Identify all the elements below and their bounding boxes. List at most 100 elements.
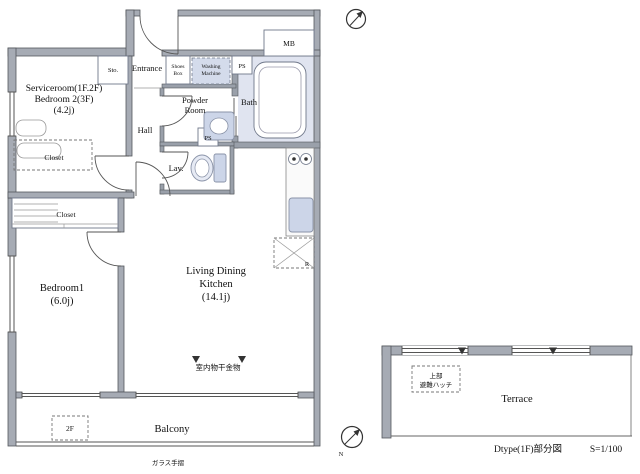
stove-burner-center [304,157,308,161]
fixtures [11,29,315,447]
wall-segment [7,135,17,199]
label-refrigerator: R [305,261,310,268]
terrace-left-wall [381,345,392,439]
label-serviceroom-size: (4.2j) [54,105,75,116]
label-indoor-drying: 室内物干金物 [196,362,241,372]
wall-segment [99,391,137,399]
label-entrance: Entrance [132,63,162,73]
label-powder-line1: Powder [182,95,208,105]
label-closet-b: Closet [56,210,76,219]
bathtub-inner [258,66,302,134]
closet-bedroom1 [11,197,119,229]
window [136,392,298,398]
label-escape-hatch-line2: 避難ハッチ [420,380,453,389]
partition [159,145,165,153]
wall-segment [297,391,315,399]
bathtub [253,61,307,139]
drying-hook-marker [238,356,246,363]
wall-segment [7,191,135,199]
wall-segment [7,47,17,93]
windows [8,91,299,398]
label-bedroom1: Bedroom1 [40,283,84,294]
partial-plan [381,345,633,439]
wall-segment [313,9,321,447]
label-scale: S=1/100 [590,445,623,455]
refrigerator-space [273,237,315,269]
compass-bottom: N [339,425,364,458]
label-mb: MB [283,39,295,48]
wall-segment [7,47,133,57]
shoes-box [165,55,191,85]
futon-symbol [15,119,47,137]
partition [159,87,165,97]
meter-box [263,29,315,57]
label-washing-line1: Washing [201,64,220,70]
label-ps-top: PS [238,63,246,70]
label-storage: Sto. [108,67,119,74]
label-washing-line2: Machine [201,71,221,77]
opening-marker [458,347,466,355]
wall-segment [125,9,135,57]
label-terrace: Terrace [501,394,533,405]
label-ldk-line1: Living Dining [186,266,247,277]
compass-arrow [356,11,363,18]
label-caption: Dtype(1F)部分図 [494,443,562,455]
toilet-bowl-inner [194,158,210,178]
window [22,392,100,398]
label-serviceroom-line2: Bedroom 2(3F) [35,94,94,105]
compass-top [345,8,367,30]
toilet-tank [213,153,227,183]
wall-segment [117,197,125,233]
label-bath: Bath [241,97,258,107]
lav-door-arc [161,151,189,179]
doors [86,15,237,267]
closet-serviceroom [13,139,93,171]
bedroom1-door-arc [86,231,122,267]
opening-marker [549,347,557,355]
pipe-space-top [231,55,253,75]
label-hall: Hall [138,125,153,135]
partition [159,141,235,147]
label-glass-rail: ガラス手摺 [152,458,185,467]
label-powder-line2: Room [185,105,206,115]
main-plan: N [7,8,367,458]
labels: Serviceroom(1F.2F) Bedroom 2(3F) (4.2j) … [26,39,623,467]
balcony-hatch-2f [51,415,89,441]
label-balcony: Balcony [155,424,191,435]
partition [159,189,235,195]
label-serviceroom-line1: Serviceroom(1F.2F) [26,83,103,94]
wall-segment [117,265,125,393]
stove-burner-center [292,157,296,161]
label-shoesbox-line2: Box [173,71,182,77]
vanity-basin [209,117,229,135]
label-ldk-size: (14.1j) [202,292,231,303]
label-ldk-line2: Kitchen [199,279,233,290]
wall-segment [15,391,23,399]
label-ps-mid: PS [204,135,212,142]
partition [231,141,321,149]
label-closet-a: Closet [44,153,64,162]
walls [7,9,321,447]
label-shoesbox-line1: Shoes [171,64,184,70]
washing-machine [191,57,231,85]
entrance-door-arc [139,15,179,55]
ldk-door-arc [135,161,171,197]
window [8,92,16,136]
wall-segment [7,331,17,447]
label-bedroom1-size: (6.0j) [50,296,74,307]
partition [161,83,237,89]
partition [229,145,235,195]
storage-box [97,55,129,85]
window [402,346,468,355]
label-lav: Lav. [169,163,184,173]
north-label: N [339,451,344,458]
drying-hook-marker [192,356,200,363]
window [8,256,16,332]
label-hatch-2f: 2F [66,424,74,433]
serviceroom-door-arc [94,155,130,191]
label-escape-hatch-line1: 上部 [430,371,444,380]
escape-hatch-box [411,365,461,393]
powder-door-arc [161,95,193,127]
